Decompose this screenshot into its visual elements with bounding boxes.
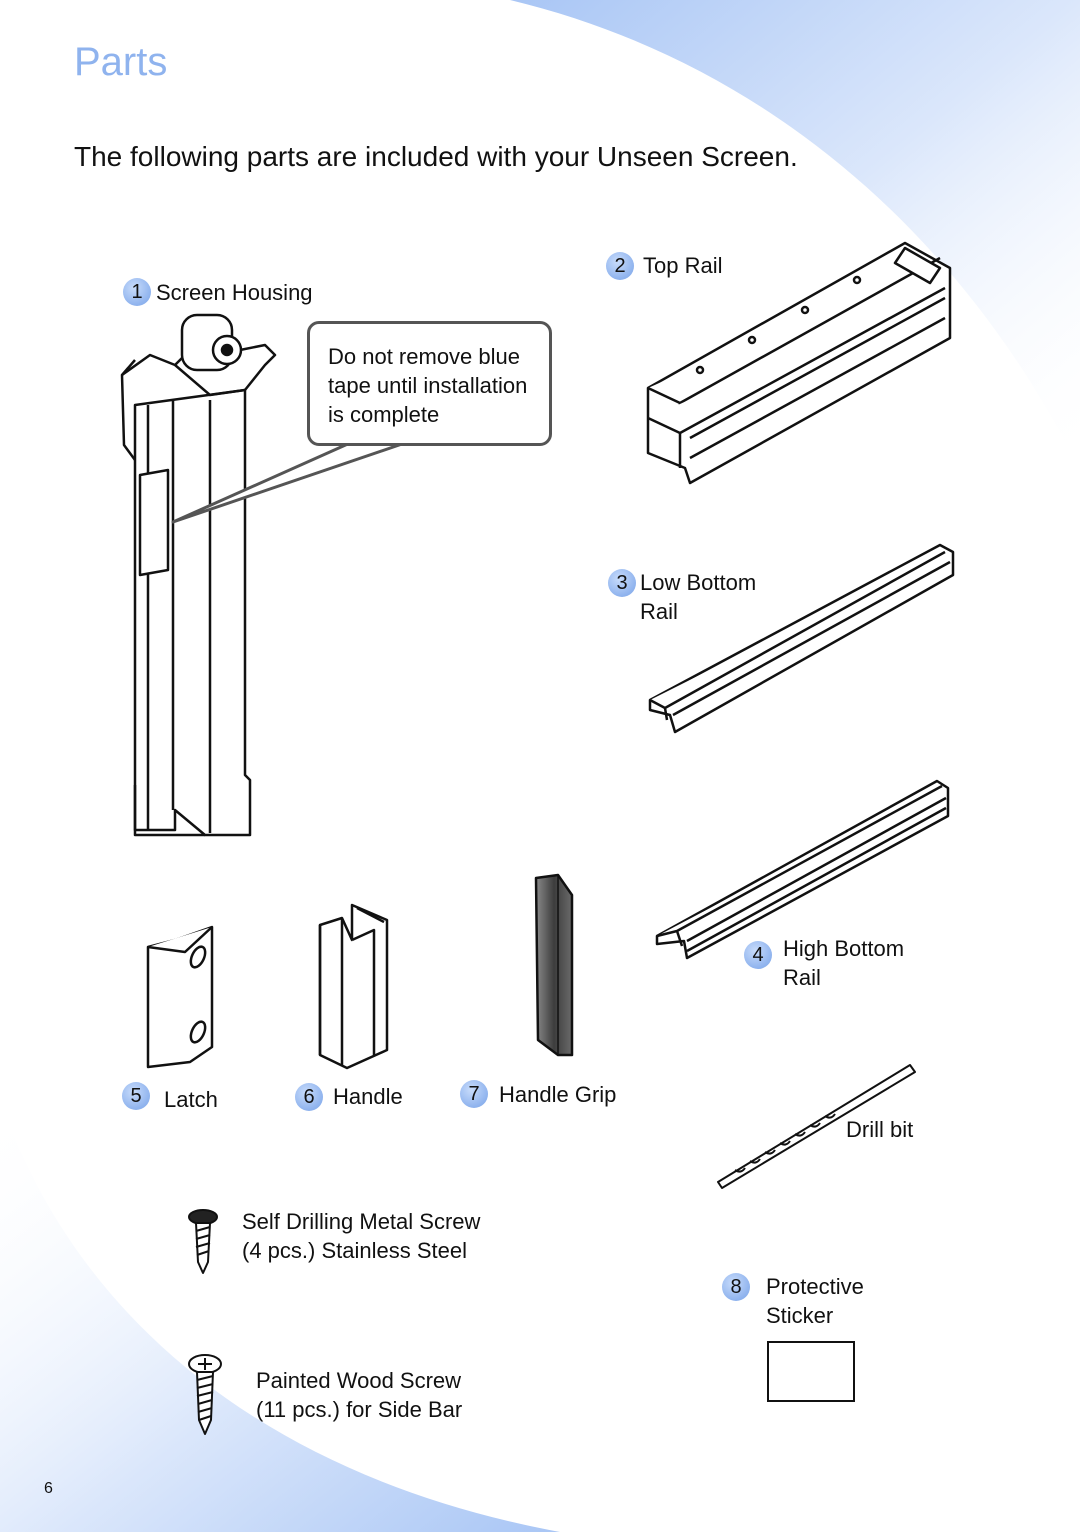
latch-illustration — [146, 925, 214, 1069]
callout-line-3: is complete — [328, 402, 440, 427]
metal-screw-icon — [188, 1209, 218, 1274]
part-number-badge-6: 6 — [295, 1083, 323, 1111]
part-label-high-bottom-rail-line-2: Rail — [783, 965, 821, 990]
wood-screw-label: Painted Wood Screw (11 pcs.) for Side Ba… — [256, 1366, 462, 1424]
part-label-low-bottom-rail: Low Bottom Rail — [640, 568, 756, 626]
metal-screw-label-line-1: Self Drilling Metal Screw — [242, 1209, 481, 1234]
callout-line-1: Do not remove blue — [328, 344, 520, 369]
callout-text: Do not remove blue tape until installati… — [328, 342, 527, 429]
part-label-high-bottom-rail-line-1: High Bottom — [783, 936, 905, 961]
protective-sticker-illustration — [767, 1341, 855, 1402]
handle-illustration — [318, 903, 389, 1070]
intro-text: The following parts are included with yo… — [74, 141, 798, 172]
part-label-screen-housing: Screen Housing — [156, 280, 313, 305]
handle-grip-illustration — [534, 873, 574, 1057]
part-label-protective-sticker-line-1: Protective — [766, 1274, 864, 1299]
part-number-badge-1: 1 — [123, 278, 151, 306]
part-number-badge-3: 3 — [608, 569, 636, 597]
metal-screw-label: Self Drilling Metal Screw (4 pcs.) Stain… — [242, 1207, 480, 1265]
part-label-handle: Handle — [333, 1084, 403, 1109]
page-title: Parts — [74, 40, 168, 84]
high-bottom-rail-illustration — [655, 779, 950, 960]
wood-screw-label-line-2: (11 pcs.) for Side Bar — [256, 1397, 463, 1422]
page-number: 6 — [44, 1480, 53, 1497]
callout-box — [307, 321, 552, 446]
low-bottom-rail-illustration — [648, 543, 955, 734]
part-number-badge-5: 5 — [122, 1082, 150, 1110]
part-number-badge-7: 7 — [460, 1080, 488, 1108]
part-number-badge-4: 4 — [744, 941, 772, 969]
top-rail-illustration — [646, 241, 952, 485]
wood-screw-icon — [188, 1354, 222, 1435]
part-number-badge-8: 8 — [722, 1273, 750, 1301]
metal-screw-label-line-2: (4 pcs.) Stainless Steel — [242, 1238, 467, 1263]
drill-bit-illustration — [717, 1064, 916, 1189]
callout-pointer — [171, 441, 407, 524]
part-label-protective-sticker: Protective Sticker — [766, 1272, 864, 1330]
part-label-latch: Latch — [164, 1087, 218, 1112]
callout-line-2: tape until installation — [328, 373, 528, 398]
part-label-low-bottom-rail-line-1: Low Bottom — [640, 570, 757, 595]
part-label-handle-grip: Handle Grip — [499, 1082, 617, 1107]
wood-screw-label-line-1: Painted Wood Screw — [256, 1368, 462, 1393]
part-label-high-bottom-rail: High Bottom Rail — [783, 934, 904, 992]
part-label-protective-sticker-line-2: Sticker — [766, 1303, 834, 1328]
part-label-top-rail: Top Rail — [643, 253, 723, 278]
screen-housing-illustration — [120, 313, 277, 837]
drill-bit-label: Drill bit — [846, 1117, 914, 1142]
part-number-badge-2: 2 — [606, 252, 634, 280]
part-label-low-bottom-rail-line-2: Rail — [640, 599, 678, 624]
